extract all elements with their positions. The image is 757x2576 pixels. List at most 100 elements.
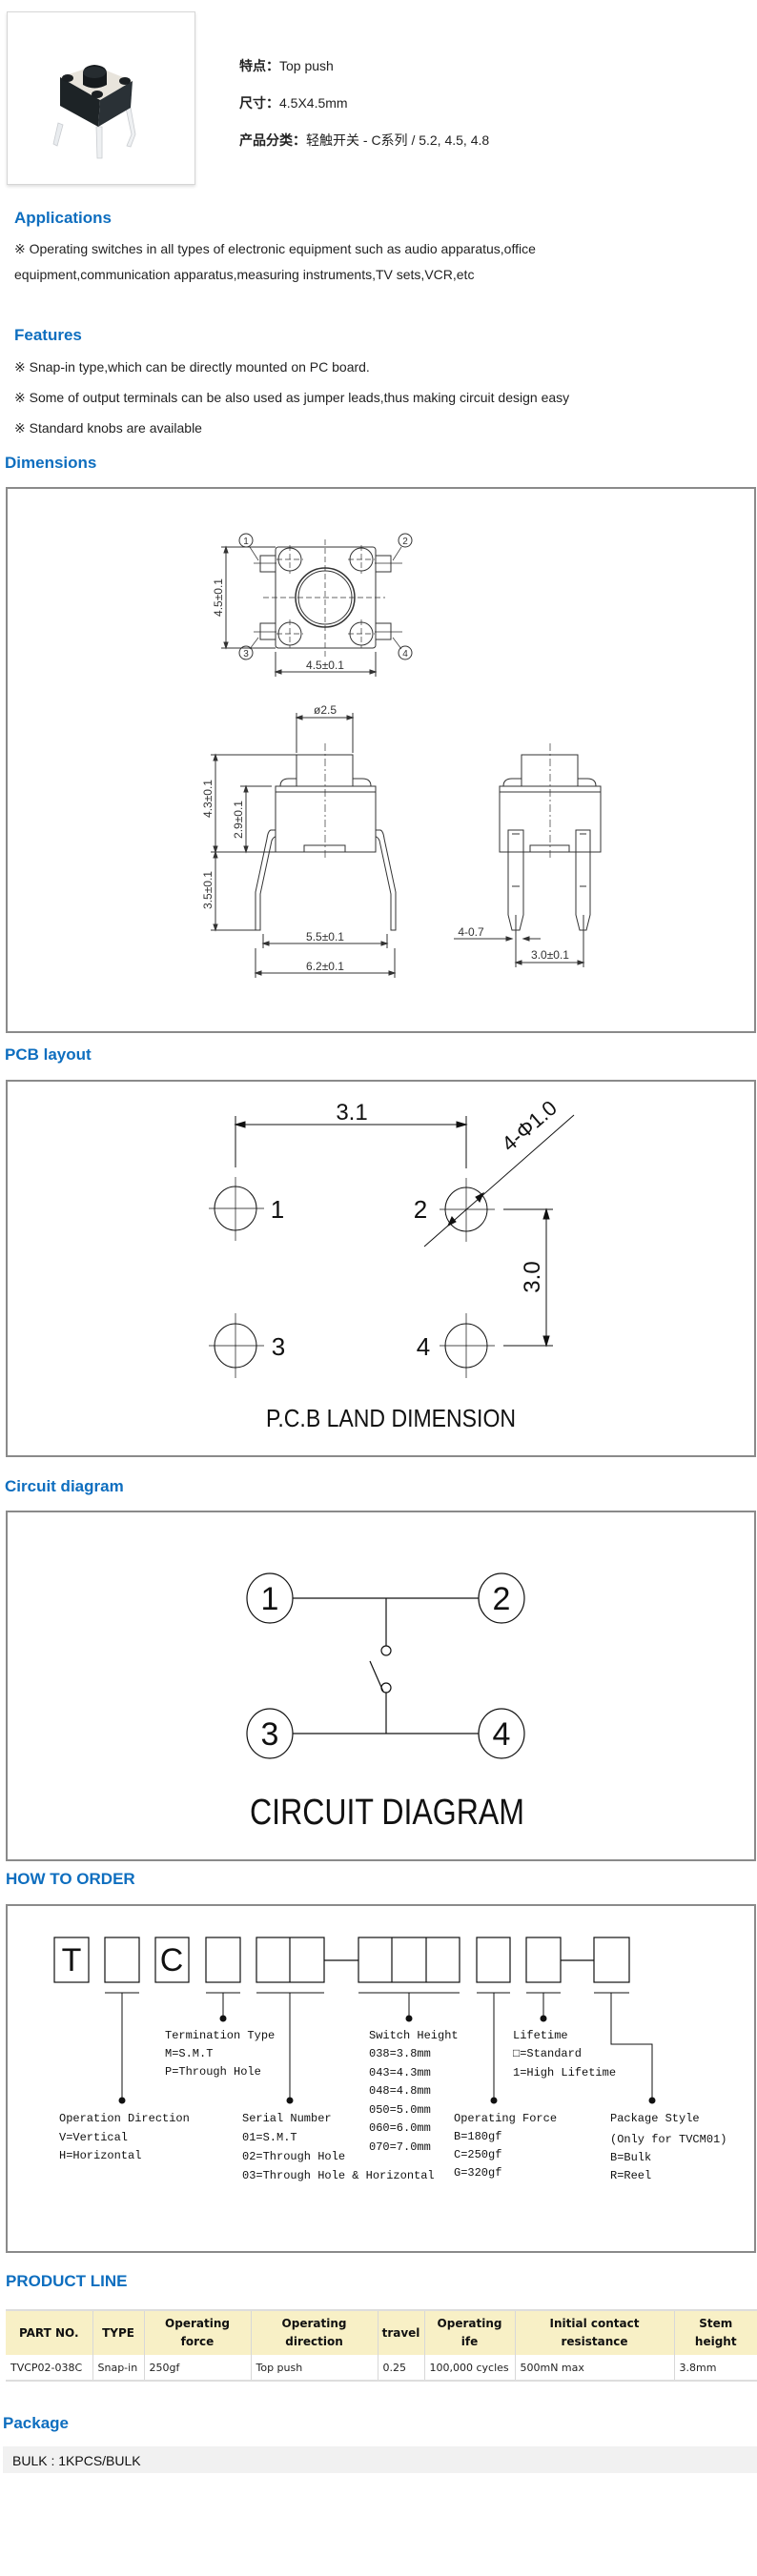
- product-line-table: PART NO. TYPE Operating force Operating …: [6, 2309, 757, 2382]
- pad-label: 2: [414, 1195, 427, 1224]
- pin-tab: [375, 555, 392, 573]
- column-header: Operating ife: [423, 2309, 515, 2355]
- circuit-caption: CIRCUIT DIAGRAM: [250, 1793, 524, 1833]
- pcb-h-dim-label: 3.1: [336, 1100, 367, 1126]
- cell-type: Snap-in: [92, 2355, 144, 2382]
- switch-contact: [380, 1682, 392, 1694]
- package-style-option: R=Reel: [610, 2169, 651, 2182]
- order-code-diagram: T C Termination Type M=S.M.T P=Through H…: [53, 1937, 726, 2182]
- serial-title: Serial Number: [242, 2112, 332, 2125]
- switch-height-option: 038=3.8mm: [369, 2047, 431, 2060]
- lifetime-title: Lifetime: [513, 2029, 568, 2042]
- force-option: C=250gf: [454, 2148, 501, 2161]
- package-style-title: Package Style: [610, 2112, 700, 2125]
- circuit-heading: Circuit diagram: [5, 1477, 124, 1495]
- column-header: TYPE: [92, 2309, 144, 2355]
- leader-dot: [540, 2015, 547, 2022]
- pcb-pads: [209, 1177, 495, 1378]
- side-pin: [575, 829, 591, 931]
- pcb-v-dim-label: 3.0: [520, 1261, 545, 1292]
- front-view: [211, 713, 397, 978]
- product-photo: [7, 11, 195, 185]
- terminal-label: 2: [493, 1581, 511, 1617]
- terminal-label: 1: [261, 1581, 279, 1617]
- body-height-label: 2.9±0.1: [232, 801, 245, 839]
- pin-tab: [375, 622, 392, 640]
- tactile-switch-photo-icon: [52, 65, 136, 159]
- spec-size: 尺寸：4.5X4.5mm: [239, 93, 348, 112]
- dimensions-drawing: 1 2 3 4 4.5±0.1 4.5±0.1 ø2.5 4.3±0.1 2.9…: [201, 533, 602, 978]
- cell-force: 250gf: [143, 2355, 251, 2382]
- switch-height-option: 070=7.0mm: [369, 2140, 431, 2154]
- pcb-heading: PCB layout: [5, 1045, 92, 1064]
- pin-number-circle: [238, 645, 254, 660]
- terminal-label: 3: [261, 1716, 279, 1753]
- applications-heading: Applications: [14, 209, 113, 227]
- circuit-wires: [293, 1597, 479, 1734]
- terminal-label: 4: [493, 1716, 511, 1753]
- column-header: travel: [377, 2309, 424, 2355]
- column-header: PART NO.: [6, 2309, 92, 2355]
- side-pin: [507, 829, 524, 931]
- leader-dot: [405, 2015, 413, 2022]
- package-heading: Package: [3, 2414, 69, 2432]
- cell-part-no: TVCP02-038C: [6, 2355, 92, 2382]
- applications-line: ※ Operating switches in all types of ele…: [14, 241, 536, 256]
- code-leaders: [105, 1992, 653, 2100]
- table-header-row: PART NO. TYPE Operating force Operating …: [6, 2309, 757, 2355]
- front-body: [275, 785, 377, 853]
- column-header: Initial contact resistance: [514, 2309, 674, 2355]
- features-heading: Features: [14, 326, 82, 344]
- spec-category-label: 产品分类：: [239, 132, 306, 148]
- pad-label: 3: [272, 1332, 285, 1361]
- leader-dot: [648, 2097, 656, 2104]
- outer-span-label: 6.2±0.1: [306, 960, 344, 973]
- feature-item: ※ Snap-in type,which can be directly mou…: [14, 359, 370, 375]
- cell-resistance: 500mN max: [514, 2355, 674, 2382]
- direction-option: V=Vertical: [59, 2131, 128, 2144]
- termination-option: M=S.M.T: [165, 2047, 213, 2060]
- column-header: Stem height: [673, 2309, 757, 2355]
- pin-tab: [259, 555, 276, 573]
- pin-label: 3: [243, 649, 249, 659]
- cell-life: 100,000 cycles: [423, 2355, 515, 2382]
- serial-option: 01=S.M.T: [242, 2131, 297, 2144]
- force-option: G=320gf: [454, 2166, 501, 2180]
- switch-height-title: Switch Height: [369, 2029, 459, 2042]
- top-view: [221, 533, 413, 677]
- fixed-char-c: C: [160, 1942, 184, 1978]
- pin-label: 4: [402, 649, 408, 659]
- pin-width-label: 4-0.7: [458, 925, 484, 939]
- fixed-char-t: T: [62, 1942, 82, 1978]
- spec-category: 产品分类：轻触开关 - C系列 / 5.2, 4.5, 4.8: [239, 131, 489, 150]
- package-style-option: (Only for TVCM01): [610, 2133, 726, 2146]
- pin-number-circle: [398, 645, 413, 660]
- cell-stem-height: 3.8mm: [673, 2355, 757, 2382]
- pcb-hole-dim-label: 4-Φ1.0: [497, 1096, 561, 1156]
- pin-number-circle: [398, 533, 413, 548]
- direction-title: Operation Direction: [59, 2112, 190, 2125]
- table-row: TVCP02-038C Snap-in 250gf Top push 0.25 …: [6, 2355, 757, 2382]
- cell-direction: Top push: [250, 2355, 378, 2382]
- left-leg: [255, 829, 276, 931]
- circuit-drawing: 1 2 3 4 CIRCUIT DIAGRAM: [246, 1572, 525, 1833]
- serial-option: 03=Through Hole & Horizontal: [242, 2169, 435, 2182]
- spec-feature: 特点：Top push: [239, 56, 334, 75]
- leader-dot: [219, 2015, 227, 2022]
- serial-option: 02=Through Hole: [242, 2150, 345, 2163]
- top-width-label: 4.5±0.1: [306, 659, 344, 672]
- order-frame: T C Termination Type M=S.M.T P=Through H…: [6, 1904, 756, 2253]
- side-view: [454, 743, 602, 967]
- leader-dot: [118, 2097, 126, 2104]
- circuit-frame: 1 2 3 4 CIRCUIT DIAGRAM: [6, 1511, 756, 1861]
- package-info: BULK : 1KPCS/BULK: [3, 2446, 757, 2473]
- pin-label: 1: [243, 537, 249, 547]
- spec-category-value[interactable]: 轻触开关 - C系列 / 5.2, 4.5, 4.8: [306, 132, 490, 148]
- pin-length-label: 3.5±0.1: [201, 871, 215, 909]
- feature-item: ※ Some of output terminals can be also u…: [14, 390, 570, 405]
- lifetime-option: 1=High Lifetime: [513, 2066, 616, 2079]
- leader-dot: [490, 2097, 498, 2104]
- switch-height-option: 060=6.0mm: [369, 2121, 431, 2135]
- pcb-frame: 1 2 3 4 3.1 3.0 4-Φ1.0 P.C.B LAND DIMENS…: [6, 1080, 756, 1457]
- pcb-caption: P.C.B LAND DIMENSION: [266, 1404, 516, 1432]
